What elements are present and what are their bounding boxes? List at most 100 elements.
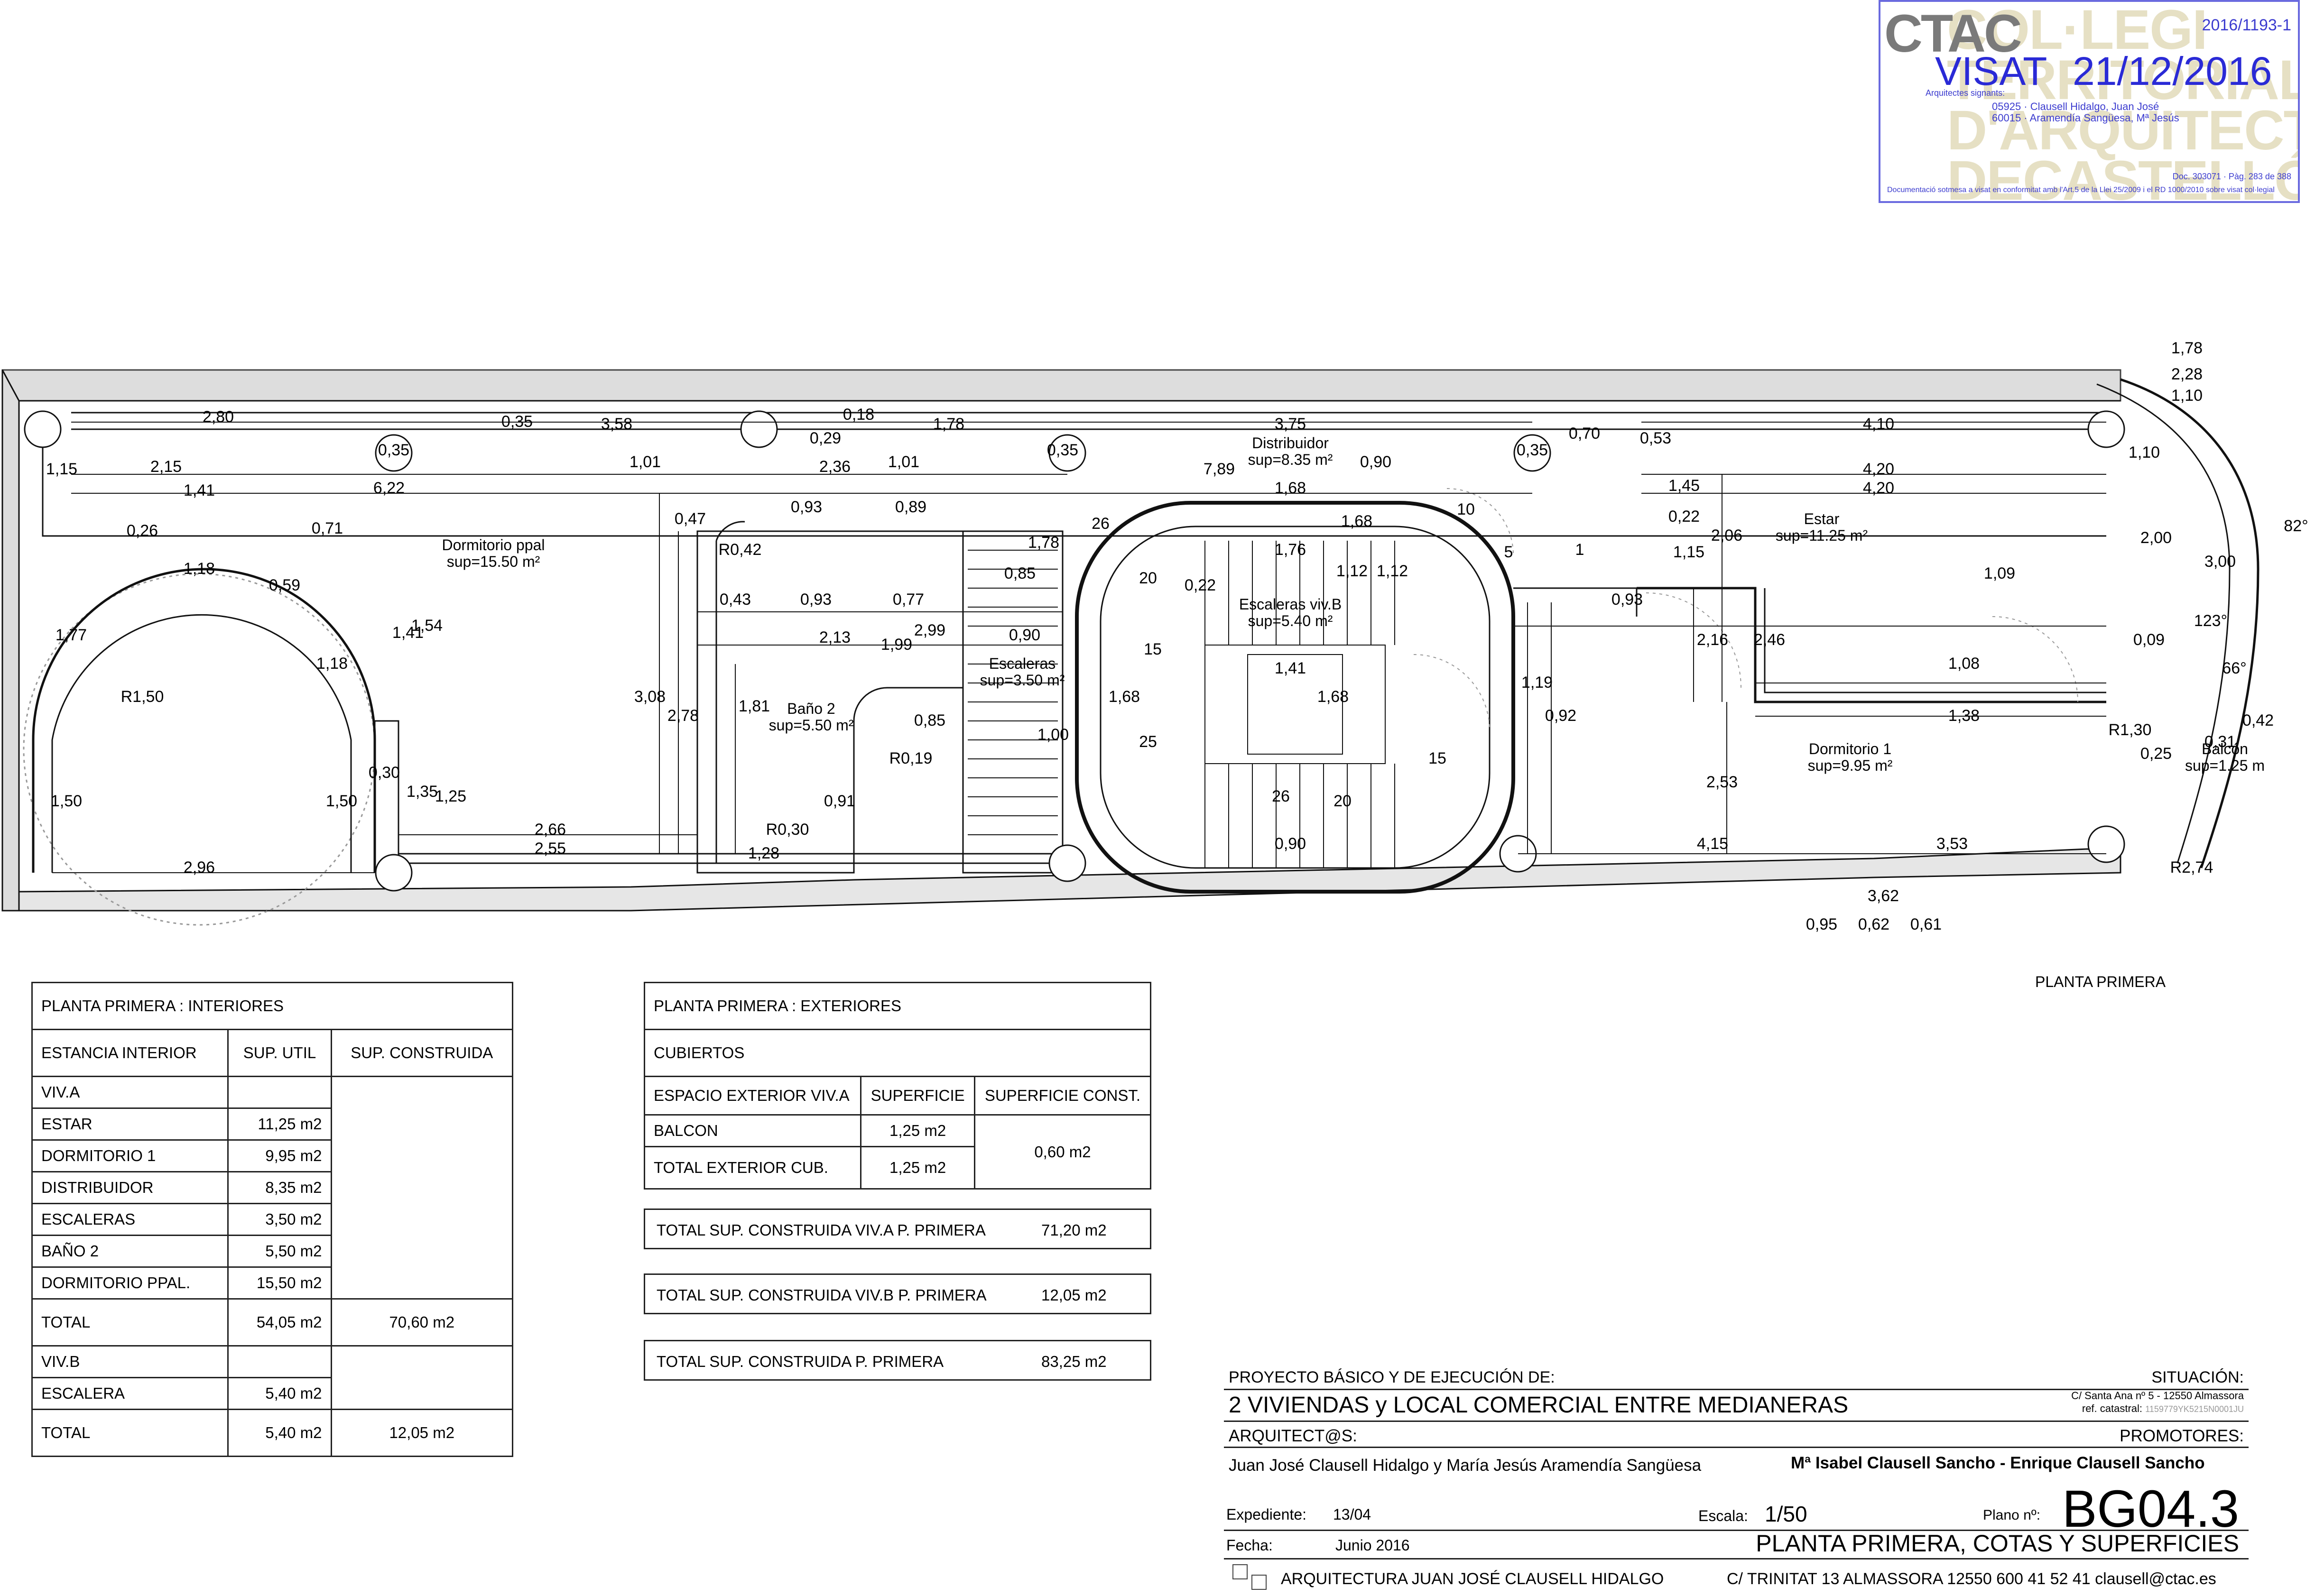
dimension-label: 2,13 — [819, 628, 851, 646]
dimension-label: 26 — [1272, 787, 1290, 805]
dimension-label: 0,85 — [1004, 564, 1036, 582]
dimension-label: 2,36 — [819, 458, 851, 476]
footer-firm: ARQUITECTURA JUAN JOSÉ CLAUSELL HIDALGO — [1281, 1570, 1664, 1588]
dimension-label: 0,95 — [1806, 915, 1837, 933]
dimension-label: 1,45 — [1668, 477, 1700, 495]
stamp-signers-label: Arquitectes signants: — [1926, 88, 2005, 98]
dimension-label: 1,18 — [316, 655, 348, 673]
interior-wall — [1764, 588, 2106, 693]
dimension-label: 1,76 — [1275, 541, 1306, 559]
expediente-label: Expediente: — [1226, 1506, 1307, 1523]
dimension-label: 15 — [1144, 640, 1162, 658]
dimension-label: 1,12 — [1377, 562, 1408, 580]
table-cell: ESCALERAS — [31, 1203, 229, 1236]
room-name: Escaleras — [989, 655, 1056, 672]
balcony-curve-inner — [2096, 383, 2231, 864]
dimension-label: 0,90 — [1360, 453, 1391, 471]
dimension-label: 1,19 — [1521, 673, 1553, 692]
dimension-label: R1,50 — [121, 688, 164, 706]
dimension-label: 66° — [2222, 659, 2246, 677]
divider — [1224, 1447, 2249, 1448]
dimension-label: 0,90 — [1275, 835, 1306, 853]
dimension-label: 3,53 — [1936, 835, 1968, 853]
exteriores-title: PLANTA PRIMERA : EXTERIORES — [644, 982, 1151, 1030]
dimension-label: 0,77 — [893, 590, 924, 609]
dimension-label: 4,10 — [1863, 415, 1894, 433]
dimension-label: 5 — [1504, 543, 1513, 561]
dimension-label: 1,28 — [748, 844, 779, 862]
table-cell: DORMITORIO 1 — [31, 1139, 229, 1172]
dimension-label: 20 — [1139, 569, 1157, 587]
table-cell: 70,60 m2 — [330, 1298, 514, 1347]
dimension-label: 1,77 — [56, 626, 87, 644]
interior-wall — [374, 720, 399, 873]
dimension-label: 1,41 — [184, 481, 215, 499]
dimension-label: 1,41 — [1275, 659, 1306, 677]
dimension-label: 0,22 — [1185, 576, 1216, 594]
dimension-lines — [52, 422, 2106, 873]
stair-b-treads — [1204, 541, 1395, 868]
dimension-label: 0,70 — [1569, 424, 1600, 443]
ref-catastral-label: ref. catastral: — [2082, 1402, 2143, 1414]
dimension-label: R2,74 — [2170, 858, 2213, 876]
dimension-label: 15 — [1428, 749, 1446, 767]
table-cell: 5,40 m2 — [227, 1409, 332, 1457]
dimension-label: 20 — [1333, 792, 1352, 810]
dimension-label: 7,89 — [1204, 460, 1235, 478]
dimension-label: 2,16 — [1697, 631, 1728, 649]
dimension-label: R0,19 — [889, 749, 933, 767]
situacion-label: SITUACIÓN: — [2151, 1368, 2244, 1386]
table-cell: TOTAL EXTERIOR CUB. — [643, 1146, 862, 1190]
floor-plan: Dormitorio ppal sup=15.50 m² Distribuido… — [1, 339, 2308, 933]
stair-core-b-inner — [1100, 526, 1491, 869]
dimension-label: 1,10 — [2129, 443, 2160, 461]
dimension-label: 1,35 — [407, 783, 438, 801]
dimension-label: 2,28 — [2171, 365, 2203, 383]
room-name: Baño 2 — [787, 700, 835, 717]
table-cell: BALCON — [643, 1114, 862, 1147]
total-value: 83,25 m2 — [1041, 1353, 1107, 1370]
dimension-label: 0,25 — [2140, 745, 2172, 763]
dimension-label: 0,09 — [2133, 631, 2165, 649]
dimension-label: 1,10 — [2171, 387, 2203, 405]
total-value: 12,05 m2 — [1041, 1286, 1107, 1304]
table-cell: 15,50 m2 — [227, 1266, 332, 1300]
dimension-label: 3,08 — [634, 688, 666, 706]
total-value: 71,20 m2 — [1041, 1221, 1107, 1239]
dimension-label: 1,54 — [411, 617, 443, 635]
dimension-label: 1,78 — [1028, 534, 1059, 552]
stamp-doc: Doc. 303071 · Pàg. 283 de 388 — [2172, 172, 2291, 181]
stamp-visat-date: 21/12/2016 — [2073, 49, 2272, 93]
table-cell: ESTAR — [31, 1107, 229, 1141]
dimension-label: 0,93 — [791, 498, 822, 516]
room-name: Balcón — [2202, 740, 2248, 757]
table-cell: 0,60 m2 — [973, 1114, 1152, 1190]
visat-stamp: COL·LEGI TERRITORIAL D'ARQUITECTES DECAS… — [1879, 0, 2300, 203]
table-cell: DISTRIBUIDOR — [31, 1171, 229, 1204]
table-cell: 5,50 m2 — [227, 1235, 332, 1268]
dimension-label: 0,18 — [843, 406, 874, 424]
stamp-legal: Documentació sotmesa a visat en conformi… — [1887, 186, 2275, 194]
watermark-line: D'ARQUITECTES — [1947, 99, 2298, 162]
table-cell: 11,25 m2 — [227, 1107, 332, 1141]
dimension-label: 2,53 — [1706, 773, 1738, 791]
header-cell: SUP. CONSTRUIDA — [330, 1029, 514, 1077]
proyecto-label: PROYECTO BÁSICO Y DE EJECUCIÓN DE: — [1229, 1368, 1555, 1386]
dimension-label: 1,68 — [1275, 479, 1306, 497]
divider — [1224, 1389, 2249, 1390]
header-cell: SUP. UTIL — [227, 1029, 332, 1077]
dimension-label: 1,38 — [1948, 707, 1980, 725]
bedroom-arc-wall — [32, 568, 376, 873]
dimension-label: 0,93 — [1611, 590, 1643, 609]
room-area: sup=5.50 m² — [769, 717, 854, 734]
total-label: TOTAL SUP. CONSTRUIDA VIV.B P. PRIMERA — [657, 1286, 987, 1304]
dimension-label: 1,15 — [1673, 543, 1704, 561]
dimension-label: 0,62 — [1858, 915, 1889, 933]
room-name: Distribuidor — [1252, 434, 1329, 452]
firm-logo-icon — [1251, 1575, 1267, 1590]
dimension-label: 2,15 — [150, 458, 182, 476]
arquitectos: Juan José Clausell Hidalgo y María Jesús… — [1229, 1456, 1702, 1475]
total-box: TOTAL SUP. CONSTRUIDA VIV.A P. PRIMERA 7… — [644, 1209, 1151, 1249]
dimension-label: 1,41 — [392, 624, 424, 642]
